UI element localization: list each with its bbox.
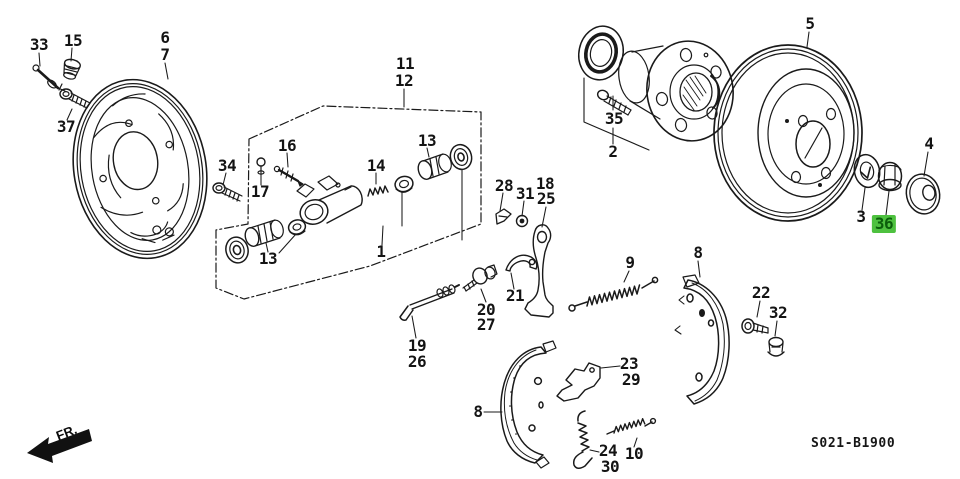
- pin-33: [32, 64, 66, 92]
- spring-24-30: [572, 410, 593, 469]
- callout-21: 21: [505, 286, 525, 305]
- callout-22: 22: [751, 283, 771, 302]
- brake-shoe-right: [674, 274, 730, 405]
- bleeder-screw-16: [273, 165, 304, 187]
- callout-15: 15: [63, 31, 83, 50]
- callout-20: 20: [476, 300, 496, 319]
- callout-17: 17: [250, 182, 270, 201]
- brake-drum: [713, 44, 863, 222]
- oil-seal: [578, 25, 624, 81]
- callout-18: 18: [535, 174, 555, 193]
- callout-5: 5: [805, 14, 815, 33]
- callout-32: 32: [768, 303, 788, 322]
- callout-7: 7: [160, 45, 170, 64]
- callout-8: 8: [473, 402, 483, 421]
- clip-21: [505, 254, 538, 272]
- callout-3: 3: [856, 207, 866, 226]
- callout-37: 37: [56, 117, 76, 136]
- nut-31: [515, 214, 529, 228]
- bolt-20-27: [462, 264, 498, 292]
- callout-2: 2: [608, 142, 618, 161]
- callout-14: 14: [366, 156, 386, 175]
- callout-19: 19: [407, 336, 427, 355]
- callout-12: 12: [394, 71, 414, 90]
- callout-8: 8: [693, 243, 703, 262]
- piston-13-left: [244, 219, 284, 248]
- spring-14: [367, 185, 389, 197]
- callout-23: 23: [619, 354, 639, 373]
- callout-34: 34: [217, 156, 237, 175]
- callout-16: 16: [277, 136, 297, 155]
- boot-right: [449, 143, 473, 171]
- backing-plate: [72, 78, 208, 260]
- hub-cap-4: [905, 173, 941, 215]
- callout-35: 35: [604, 109, 624, 128]
- adjuster-19-26: [399, 284, 460, 321]
- bolt-22: [741, 318, 769, 334]
- kit-box: [215, 105, 482, 300]
- brake-shoe-left: [500, 340, 557, 469]
- pin-28: [495, 208, 512, 225]
- callout-11: 11: [395, 54, 415, 73]
- wheel-cylinder-body: [296, 175, 363, 225]
- fr-direction-arrow: [27, 429, 92, 463]
- spring-9: [568, 276, 659, 312]
- washer-3: [853, 153, 881, 189]
- callout-13: 13: [417, 131, 437, 150]
- callout-10: 10: [624, 444, 644, 463]
- bolt-34: [212, 182, 243, 202]
- callout-31: 31: [515, 184, 535, 203]
- leader-lines: [38, 31, 929, 453]
- callout-27: 27: [476, 315, 496, 334]
- callout-33: 33: [29, 35, 49, 54]
- callout-24: 24: [598, 441, 618, 460]
- callout-30: 30: [600, 457, 620, 476]
- callout-1: 1: [376, 242, 386, 261]
- callout-13: 13: [258, 249, 278, 268]
- callout-4: 4: [924, 134, 934, 153]
- callout-28: 28: [494, 176, 514, 195]
- grommet-15: [63, 58, 81, 80]
- piston-13-right: [417, 153, 452, 181]
- bolt-37: [59, 88, 91, 109]
- cup-seal-right: [394, 175, 414, 193]
- spindle-nut-36: [877, 161, 903, 192]
- part-code: S021-B1900: [811, 436, 896, 451]
- callout-25: 25: [536, 189, 556, 208]
- parking-lever-18-25: [524, 224, 554, 318]
- lever-23-29: [556, 362, 601, 402]
- callout-9: 9: [625, 253, 635, 272]
- callout-36: 36: [871, 215, 897, 233]
- callout-29: 29: [621, 370, 641, 389]
- cup-seal-left: [287, 219, 307, 236]
- callout-26: 26: [407, 352, 427, 371]
- clip-32: [767, 336, 785, 357]
- hub: [618, 40, 734, 142]
- bolt-35: [596, 89, 632, 116]
- boot-left: [225, 236, 249, 264]
- callout-6: 6: [160, 28, 170, 47]
- spring-10: [606, 417, 657, 435]
- bracket-2: [583, 77, 650, 151]
